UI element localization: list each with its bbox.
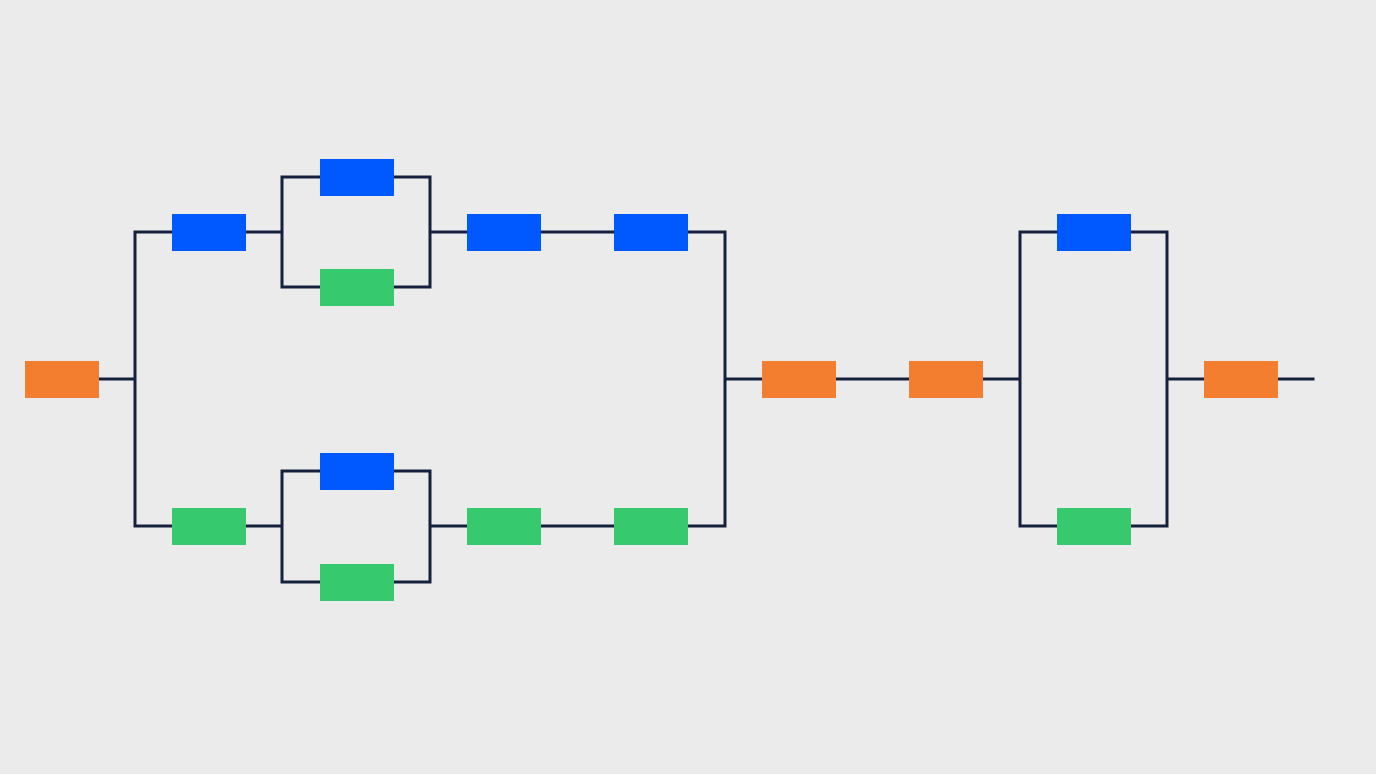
blue-block	[320, 453, 394, 490]
green-block	[467, 508, 541, 545]
connector-line	[133, 230, 174, 528]
orange-block	[909, 361, 983, 398]
green-block	[320, 564, 394, 601]
orange-block	[762, 361, 836, 398]
connector-line	[1018, 230, 1059, 528]
blue-block	[467, 214, 541, 251]
blue-block	[320, 159, 394, 196]
connector-line	[280, 469, 322, 584]
green-block	[320, 269, 394, 306]
green-block	[172, 508, 246, 545]
blue-block	[614, 214, 688, 251]
connector-line	[280, 175, 322, 289]
connector-lines	[96, 175, 1315, 584]
orange-block	[25, 361, 99, 398]
blue-block	[172, 214, 246, 251]
blocks	[25, 159, 1278, 601]
blue-block	[1057, 214, 1131, 251]
orange-block	[1204, 361, 1278, 398]
green-block	[1057, 508, 1131, 545]
green-block	[614, 508, 688, 545]
